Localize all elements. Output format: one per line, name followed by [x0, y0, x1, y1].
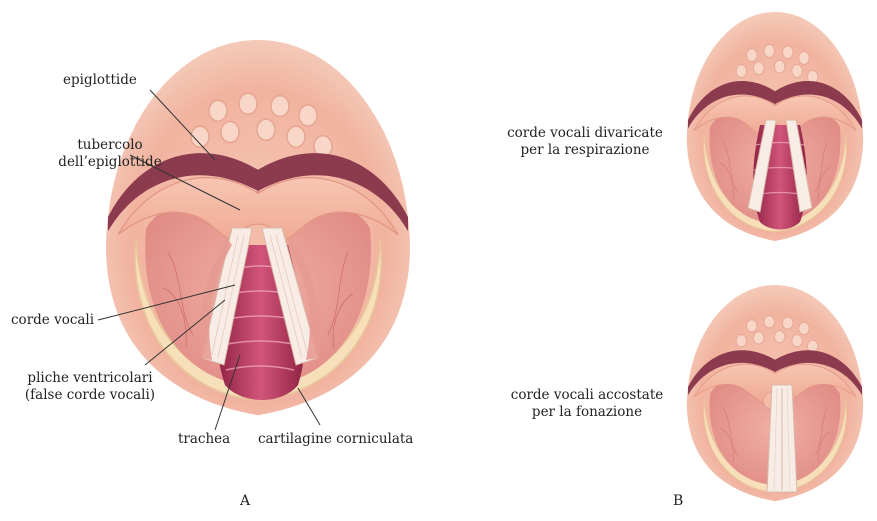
label-corde-vocali: corde vocali: [11, 312, 94, 329]
label-divaricate-line2: per la respirazione: [495, 142, 675, 159]
label-divaricate: corde vocali divaricate per la respirazi…: [495, 125, 675, 159]
label-pliche: pliche ventricolari (false corde vocali): [20, 370, 160, 404]
label-accostate: corde vocali accostate per la fonazione: [497, 387, 677, 421]
label-tubercolo: tubercolo dell’epiglottide: [50, 137, 170, 171]
panel-letter-b: B: [673, 493, 683, 510]
label-divaricate-line1: corde vocali divaricate: [495, 125, 675, 142]
label-cartilagine: cartilagine corniculata: [258, 431, 413, 448]
label-trachea: trachea: [178, 431, 230, 448]
label-tubercolo-line1: tubercolo: [50, 137, 170, 154]
label-accostate-line2: per la fonazione: [497, 404, 677, 421]
panel-letter-a: A: [240, 493, 250, 510]
label-pliche-line1: pliche ventricolari: [20, 370, 160, 387]
label-epiglottide: epiglottide: [63, 72, 137, 89]
vocal-cords-b-closed: [767, 385, 797, 492]
label-accostate-line1: corde vocali accostate: [497, 387, 677, 404]
label-pliche-line2: (false corde vocali): [20, 387, 160, 404]
label-tubercolo-line2: dell’epiglottide: [50, 154, 170, 171]
